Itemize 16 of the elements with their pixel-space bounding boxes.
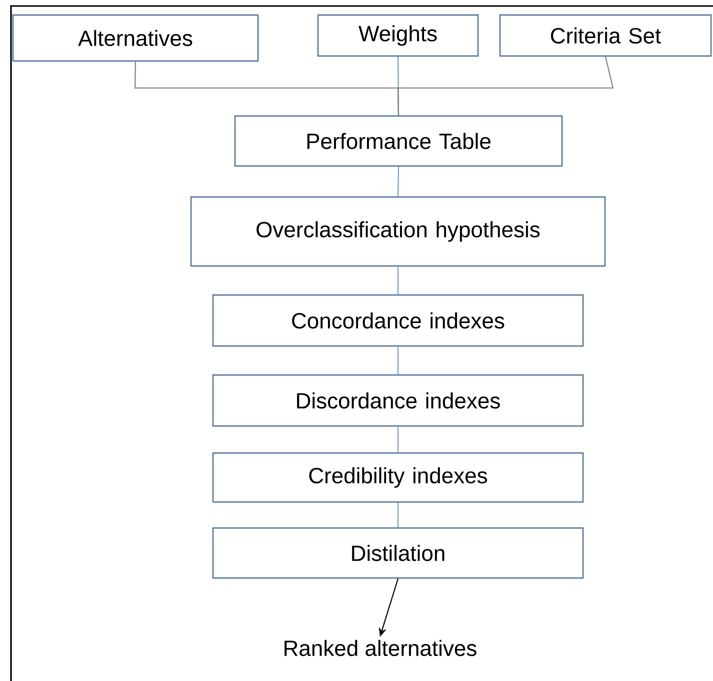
process-box: Performance Table bbox=[234, 115, 563, 167]
process-box: Discordance indexes bbox=[212, 374, 584, 427]
connector-line bbox=[397, 166, 400, 196]
process-box: Credibility indexes bbox=[212, 452, 584, 503]
process-box: Alternatives bbox=[12, 14, 259, 62]
connector-line bbox=[397, 56, 614, 116]
process-box: Distilation bbox=[212, 527, 584, 579]
connector-line bbox=[397, 426, 399, 452]
process-box: Criteria Set bbox=[499, 14, 712, 57]
output-label: Ranked alternatives bbox=[284, 640, 476, 656]
process-box: Overclassification hypothesis bbox=[190, 196, 606, 267]
connector-line bbox=[397, 502, 399, 528]
process-box: Concordance indexes bbox=[212, 294, 584, 347]
process-box: Weights bbox=[317, 14, 479, 57]
connector-line bbox=[397, 266, 399, 294]
connector-line bbox=[397, 346, 399, 374]
